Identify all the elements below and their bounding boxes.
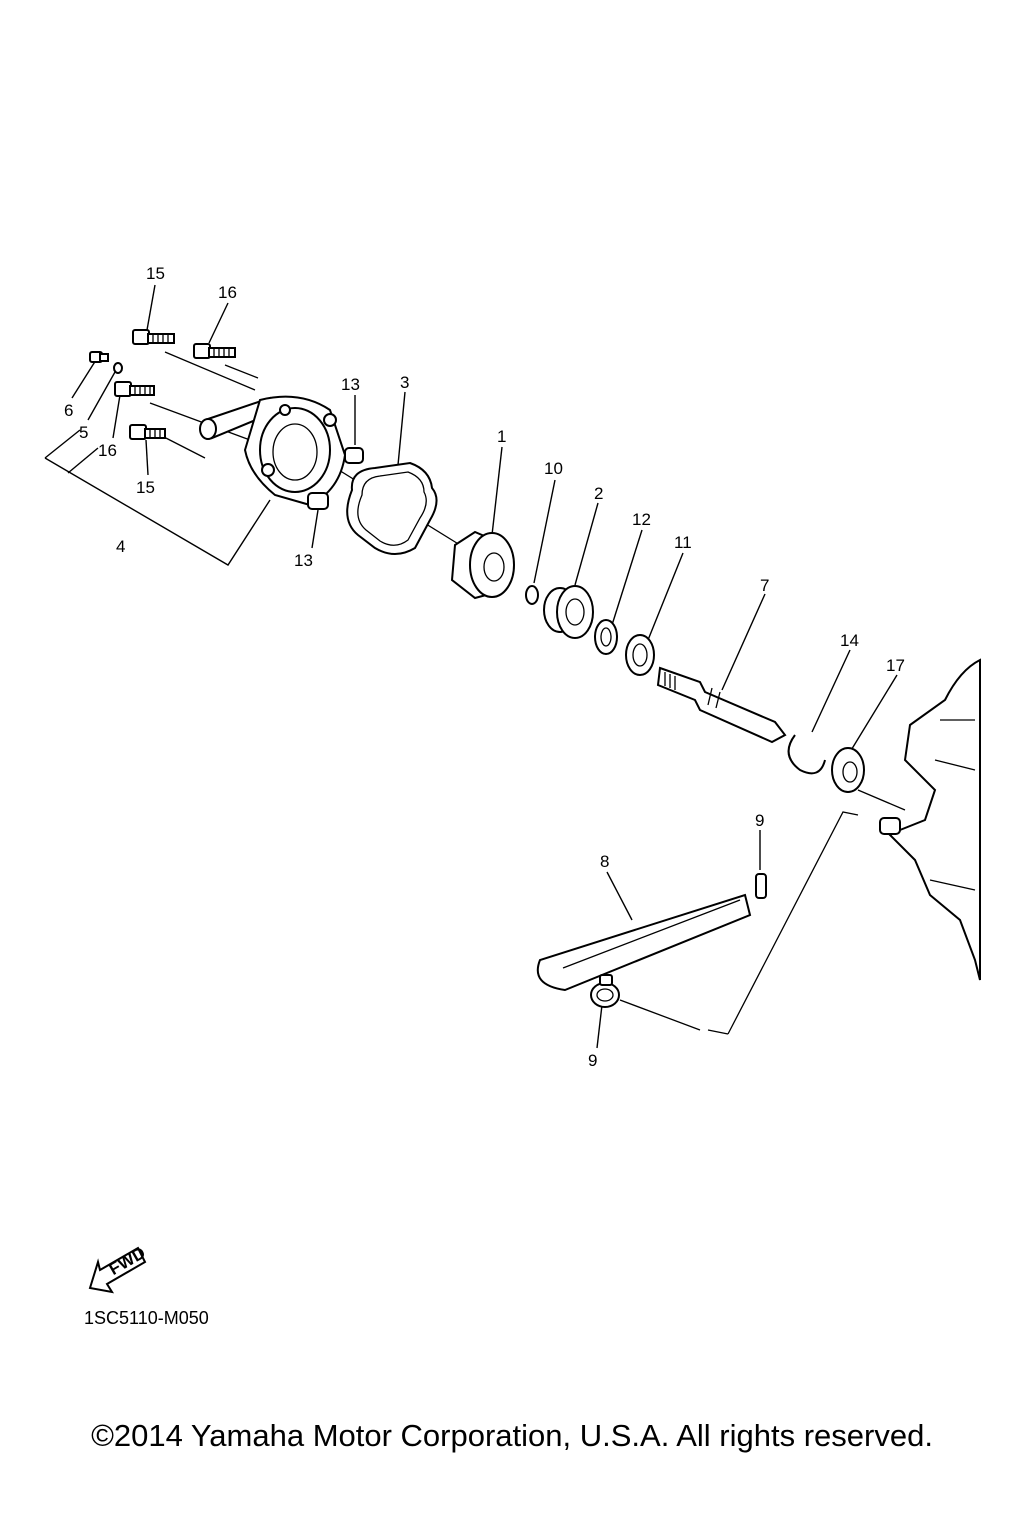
callout-9-upper: 9: [755, 811, 764, 830]
callout-numbers: 15 16 6 5 16 15 4 13 13 3 1 10 2 12 11 7…: [64, 264, 905, 1070]
callout-16-lower: 16: [98, 441, 117, 460]
callout-5: 5: [79, 423, 88, 442]
gasket-3-inner: [357, 471, 427, 546]
circlip-14: [787, 734, 826, 775]
callout-4: 4: [116, 537, 125, 556]
callout-14: 14: [840, 631, 859, 650]
fwd-arrow-icon: FWD: [88, 1243, 149, 1294]
screw-6: [89, 351, 109, 363]
leader-lines: [44, 284, 906, 1049]
hose-8-outline: [562, 899, 741, 969]
bolt-15-lower: [129, 424, 166, 440]
callout-2: 2: [594, 484, 603, 503]
callout-15-upper: 15: [146, 264, 165, 283]
impeller-1: [450, 530, 515, 600]
callout-1: 1: [497, 427, 506, 446]
bolt-16-lower: [114, 381, 155, 397]
hose-clamp-9-lower: [590, 974, 620, 1008]
bolt-16-upper: [193, 343, 236, 359]
callout-10: 10: [544, 459, 563, 478]
gasket-3: [346, 461, 438, 555]
crankcase-section: [879, 658, 981, 981]
copyright-notice: ©2014 Yamaha Motor Corporation, U.S.A. A…: [91, 1418, 933, 1453]
hose-clamp-9-upper: [755, 873, 767, 899]
bolt-15-upper: [132, 329, 175, 345]
callout-16-upper: 16: [218, 283, 237, 302]
hose-8: [536, 893, 752, 992]
dowel-pin-13-lower: [307, 492, 329, 510]
mechanical-seal-2: [543, 585, 594, 639]
callout-17: 17: [886, 656, 905, 675]
oil-seal-12: [594, 619, 618, 655]
callout-6: 6: [64, 401, 73, 420]
bearing-17: [831, 747, 865, 793]
callout-9-lower: 9: [588, 1051, 597, 1070]
callout-12: 12: [632, 510, 651, 529]
callout-13-upper: 13: [341, 375, 360, 394]
callout-15-lower: 15: [136, 478, 155, 497]
callout-13-lower: 13: [294, 551, 313, 570]
diagram-code: 1SC5110-M050: [84, 1308, 209, 1328]
fwd-label: FWD: [106, 1243, 149, 1279]
bearing-11: [625, 634, 655, 676]
callout-3: 3: [400, 373, 409, 392]
pump-housing-4: [199, 395, 347, 507]
washer-5: [113, 362, 123, 374]
callout-7: 7: [760, 576, 769, 595]
callout-11: 11: [674, 533, 692, 552]
seal-10: [525, 585, 539, 605]
dowel-pin-13-upper: [344, 447, 364, 464]
impeller-shaft-7: [656, 666, 787, 744]
callout-8: 8: [600, 852, 609, 871]
